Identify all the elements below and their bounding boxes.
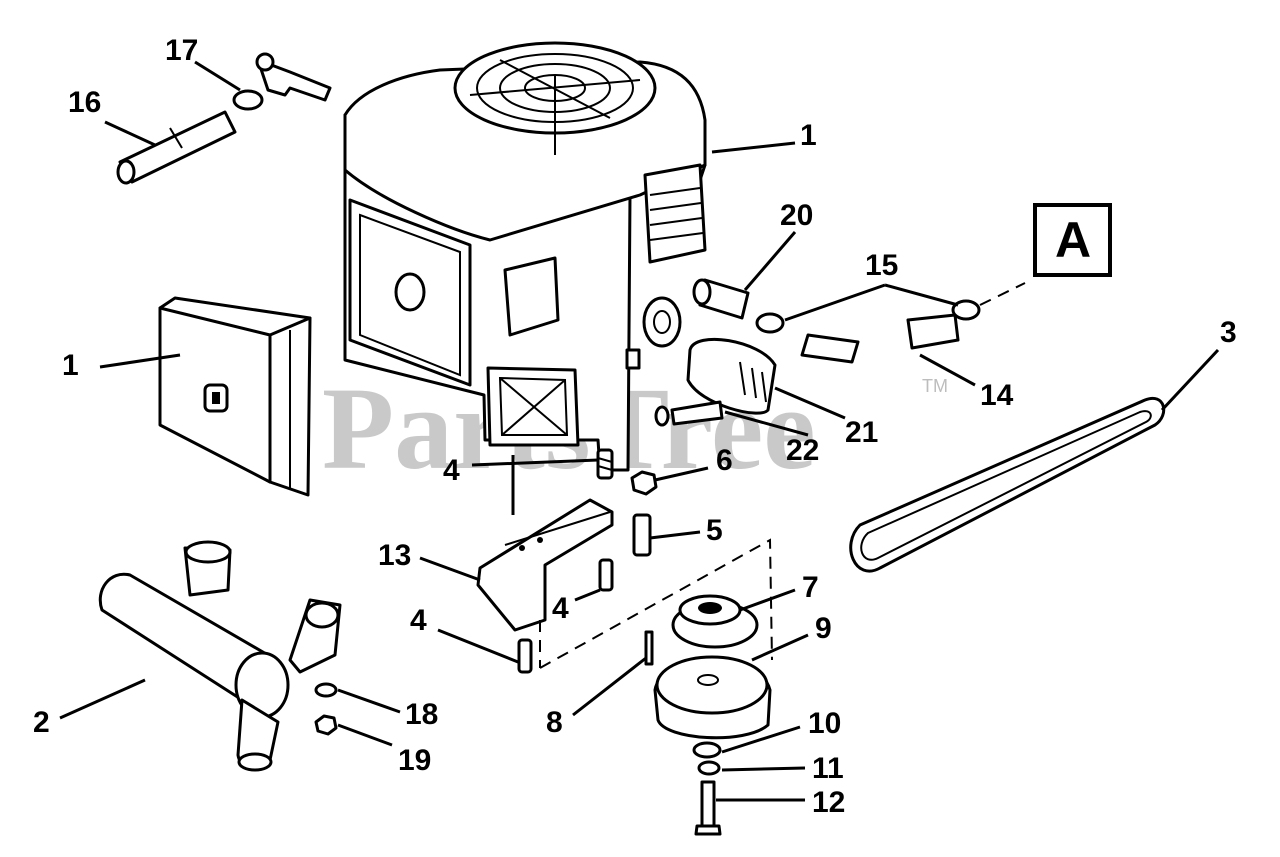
callout-4-middle: 4 [552, 592, 569, 625]
fuel-hose-right[interactable] [800, 313, 960, 364]
muffler-nut[interactable] [314, 714, 338, 736]
callout-14: 14 [980, 379, 1014, 412]
flat-washer[interactable] [692, 741, 722, 759]
hose-clamp-b[interactable] [951, 299, 981, 321]
screw-lower[interactable] [517, 638, 533, 674]
v-belt[interactable] [849, 396, 1166, 573]
callout-8: 8 [546, 706, 563, 739]
pin[interactable] [644, 630, 654, 666]
callout-6: 6 [716, 444, 733, 477]
bolt[interactable] [632, 513, 652, 557]
idler-pulley[interactable] [653, 655, 772, 740]
callout-5: 5 [706, 514, 723, 547]
reference-letter: A [1055, 212, 1091, 268]
fuel-hose-top[interactable] [116, 110, 237, 185]
mounting-bracket[interactable] [476, 498, 614, 632]
oil-filter[interactable] [686, 337, 777, 415]
reference-box-a: A [1033, 203, 1112, 277]
callout-20: 20 [780, 199, 813, 232]
screw-middle[interactable] [598, 558, 614, 592]
screw-upper[interactable] [596, 448, 614, 480]
callout-22: 22 [786, 434, 819, 467]
callout-10: 10 [808, 707, 841, 740]
callout-15: 15 [865, 249, 898, 282]
callout-11: 11 [812, 752, 844, 785]
muffler-washer[interactable] [314, 682, 338, 698]
callout-13: 13 [378, 539, 411, 572]
callout-17: 17 [165, 34, 198, 67]
lock-washer[interactable] [697, 760, 721, 776]
leader-lines [59, 60, 1220, 802]
tee-fitting[interactable] [255, 52, 332, 102]
callout-3: 3 [1220, 316, 1237, 349]
callout-12: 12 [812, 786, 845, 819]
callout-19: 19 [398, 744, 431, 777]
hose-clamp-a[interactable] [755, 312, 785, 334]
callout-4-lower: 4 [410, 604, 427, 637]
engine[interactable] [343, 41, 707, 472]
callout-1-engine: 1 [800, 119, 817, 152]
callout-16: 16 [68, 86, 101, 119]
nut[interactable] [630, 470, 658, 496]
pulley[interactable] [671, 594, 759, 649]
fuel-filter[interactable] [692, 278, 750, 320]
callout-2: 2 [33, 706, 50, 739]
callout-1-shroud: 1 [62, 349, 79, 382]
engine-shroud[interactable] [158, 296, 312, 497]
callout-18: 18 [405, 698, 438, 731]
assembly-dash-box [539, 538, 773, 669]
drain-plug[interactable] [654, 400, 724, 427]
connector-dash-a [979, 282, 1026, 306]
watermark-tm: TM [922, 376, 948, 396]
callout-7: 7 [802, 571, 819, 604]
callout-21: 21 [845, 416, 878, 449]
hose-clamp-top[interactable] [232, 89, 264, 111]
pulley-bolt[interactable] [694, 780, 722, 836]
callouts: 1 1 2 3 4 4 4 5 6 7 8 9 10 11 12 13 14 1… [33, 34, 1237, 819]
muffler[interactable] [98, 540, 342, 772]
callout-4-upper: 4 [443, 454, 460, 487]
callout-9: 9 [815, 612, 832, 645]
